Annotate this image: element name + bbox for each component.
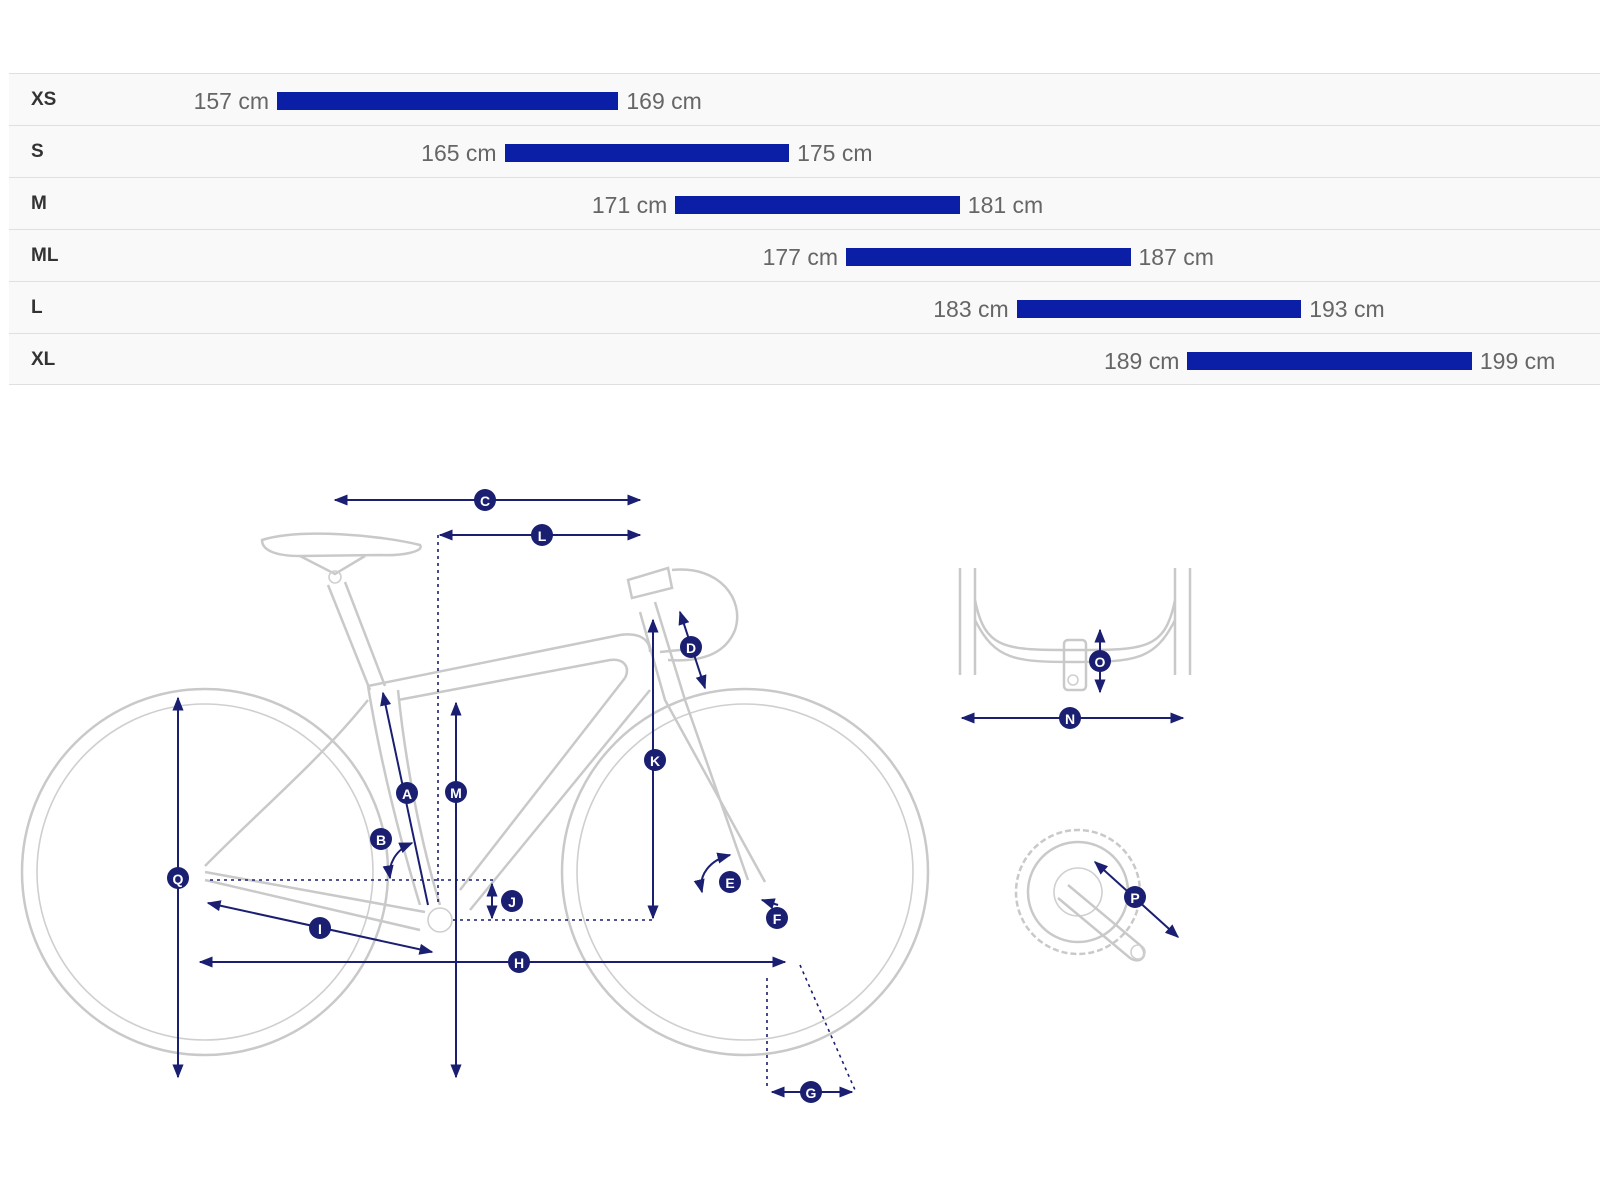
marker-n: N [1059,707,1081,729]
svg-text:M: M [450,785,462,801]
range-max-label: 181 cm [967,192,1044,218]
svg-text:F: F [773,911,782,927]
range-min-label: 165 cm [421,140,497,166]
svg-text:A: A [402,786,412,802]
svg-text:B: B [376,832,386,848]
range-min-label: 189 cm [1103,348,1180,374]
marker-g: G [800,1081,822,1103]
size-table: XS 157 cm 169 cm S 165 cm 175 cm M 171 cm 181 cm… [9,73,1600,385]
marker-a: A [396,782,418,804]
svg-text:L: L [538,528,547,544]
size-label: S [31,141,44,162]
marker-o: O [1089,650,1111,672]
size-label: ML [31,245,59,266]
svg-text:I: I [318,921,322,937]
svg-text:D: D [686,640,696,656]
bike-outline [20,532,930,1057]
svg-text:Q: Q [173,871,184,887]
marker-i: I [309,917,331,939]
marker-q: Q [167,867,189,889]
range-max-label: 193 cm [1309,296,1385,322]
range-bar [504,144,790,162]
range-max-label: 175 cm [797,140,873,166]
size-label: XS [31,89,57,110]
range-min-label: 171 cm [591,192,668,218]
marker-h: H [508,951,530,973]
range-min-label: 183 cm [933,296,1009,322]
range-max-label: 199 cm [1479,348,1556,374]
marker-j: J [501,890,523,912]
marker-p: P [1124,886,1146,908]
range-bar [675,196,960,214]
marker-d: D [680,636,702,658]
svg-text:P: P [1130,890,1139,906]
size-label: M [31,193,47,214]
range-min-label: 177 cm [762,244,838,270]
marker-l: L [531,524,553,546]
svg-text:O: O [1095,654,1106,670]
range-bar [846,248,1131,266]
marker-b: B [370,828,392,850]
size-row-ml: ML 177 cm 187 cm [9,229,1600,281]
range-max-label: 187 cm [1138,244,1214,270]
range-bar [277,92,619,110]
svg-text:J: J [508,894,516,910]
handlebar-outline [958,568,1192,692]
size-row-m: M 171 cm 181 cm [9,177,1600,229]
range-min-label: 157 cm [193,88,269,114]
size-row-s: S 165 cm 175 cm [9,125,1600,177]
svg-text:K: K [650,753,660,769]
marker-e: E [719,871,741,893]
svg-text:E: E [725,875,734,891]
range-bar [1187,352,1472,370]
size-row-xs: XS 157 cm 169 cm [9,73,1600,125]
marker-f: F [766,907,788,929]
size-label: XL [31,349,56,370]
size-label: L [31,297,43,318]
svg-text:G: G [806,1085,817,1101]
marker-c: C [474,489,496,511]
svg-text:H: H [514,955,524,971]
range-max-label: 169 cm [626,88,702,114]
marker-m: M [445,781,467,803]
range-bar [1016,300,1302,318]
size-row-l: L 183 cm 193 cm [9,281,1600,333]
svg-text:N: N [1065,711,1075,727]
marker-k: K [644,749,666,771]
size-row-xl: XL 189 cm 199 cm [9,333,1600,385]
svg-text:C: C [480,493,490,509]
